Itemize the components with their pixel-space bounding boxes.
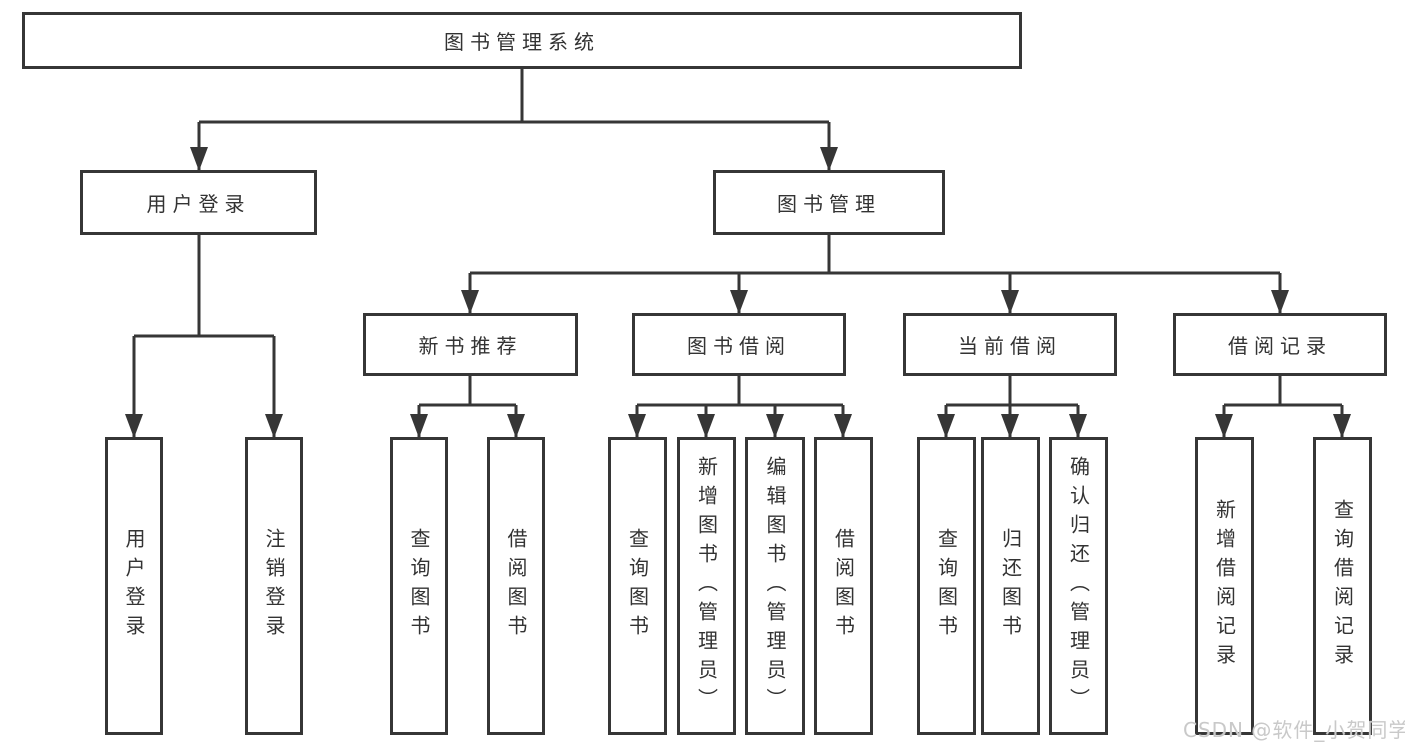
node-user-login-label: 用户登录: [146, 192, 251, 216]
leaf-user-login-label: 用户登录: [122, 528, 146, 644]
node-current-borrowing-label: 当前借阅: [958, 334, 1062, 358]
leaf-cb-return-books-label: 归还图书: [998, 528, 1023, 644]
node-library-system: 图书管理系统: [22, 12, 1022, 69]
leaf-bb-query-books-label: 查询图书: [625, 528, 650, 644]
leaf-rec-add-record: 新增借阅记录: [1195, 437, 1254, 735]
leaf-nb-borrow-books: 借阅图书: [487, 437, 545, 735]
leaf-cb-confirm-return-admin: 确认归还（管理员）: [1049, 437, 1108, 735]
node-new-book-recommend: 新书推荐: [363, 313, 578, 376]
csdn-watermark: CSDN @软件_小贺同学: [1183, 718, 1405, 742]
leaf-logout-label: 注销登录: [262, 528, 286, 644]
leaf-logout: 注销登录: [245, 437, 303, 735]
node-new-book-recommend-label: 新书推荐: [418, 334, 523, 358]
leaf-rec-query-record: 查询借阅记录: [1313, 437, 1372, 735]
node-user-login: 用户登录: [80, 170, 317, 235]
leaf-bb-add-book-admin: 新增图书（管理员）: [677, 437, 736, 735]
leaf-cb-query-books-label: 查询图书: [934, 528, 959, 644]
node-book-management-label: 图书管理: [777, 192, 881, 216]
leaf-rec-add-record-label: 新增借阅记录: [1212, 499, 1237, 673]
leaf-nb-borrow-books-label: 借阅图书: [504, 528, 528, 644]
leaf-bb-borrow-books-label: 借阅图书: [831, 528, 856, 644]
node-borrowing-records: 借阅记录: [1173, 313, 1387, 376]
leaf-cb-return-books: 归还图书: [981, 437, 1040, 735]
node-library-system-label: 图书管理系统: [444, 30, 600, 54]
node-book-borrowing: 图书借阅: [632, 313, 846, 376]
leaf-nb-query-books: 查询图书: [390, 437, 448, 735]
leaf-rec-query-record-label: 查询借阅记录: [1330, 499, 1355, 673]
leaf-user-login: 用户登录: [105, 437, 163, 735]
leaf-nb-query-books-label: 查询图书: [407, 528, 431, 644]
leaf-cb-query-books: 查询图书: [917, 437, 976, 735]
node-book-borrowing-label: 图书借阅: [687, 334, 791, 358]
node-borrowing-records-label: 借阅记录: [1228, 334, 1332, 358]
node-book-management: 图书管理: [713, 170, 945, 235]
leaf-bb-edit-book-admin: 编辑图书（管理员）: [745, 437, 805, 735]
leaf-bb-query-books: 查询图书: [608, 437, 667, 735]
leaf-bb-edit-book-admin-label: 编辑图书（管理员）: [763, 455, 787, 717]
leaf-bb-add-book-admin-label: 新增图书（管理员）: [694, 455, 719, 717]
node-current-borrowing: 当前借阅: [903, 313, 1117, 376]
leaf-cb-confirm-return-admin-label: 确认归还（管理员）: [1066, 455, 1091, 717]
leaf-bb-borrow-books: 借阅图书: [814, 437, 873, 735]
